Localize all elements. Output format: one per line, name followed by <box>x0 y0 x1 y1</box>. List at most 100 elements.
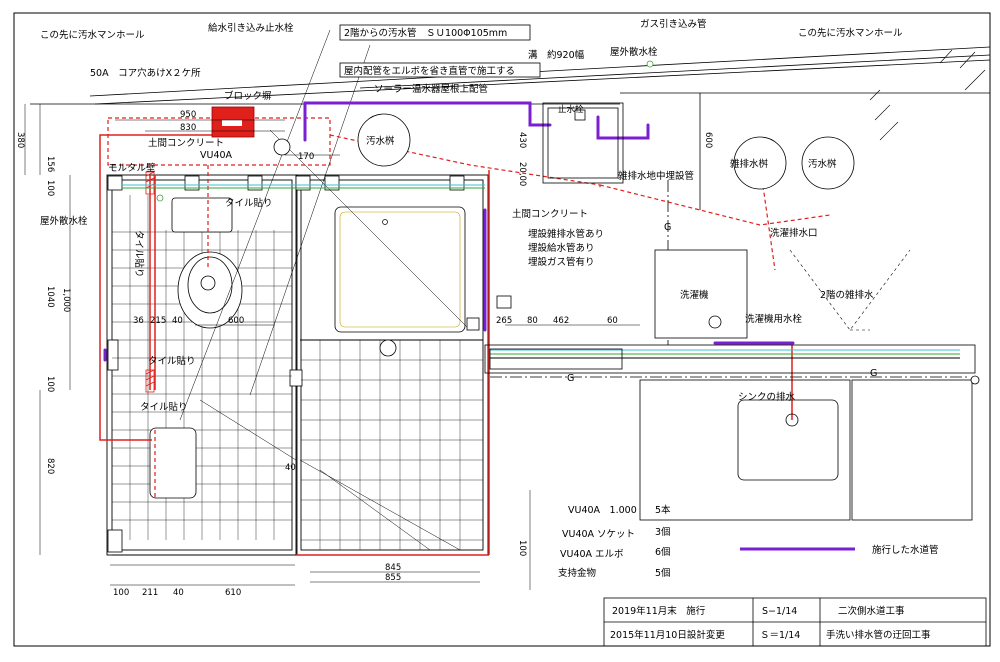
sink-cabinet <box>484 344 976 521</box>
dim-820: 820 <box>45 458 55 474</box>
material-qty-3: 5個 <box>655 567 671 579</box>
material-qty-1: 3個 <box>655 526 671 538</box>
title-row2-title: 手洗い排水管の迂回工事 <box>826 629 931 641</box>
drawing-border <box>13 12 991 647</box>
tile-grid-bath <box>301 340 483 550</box>
washing-machine <box>654 249 748 339</box>
dim-600: 600 <box>703 132 713 148</box>
label-misc-drain-buried: 雑排水地中埋設管 <box>618 170 694 182</box>
material-qty-0: 5本 <box>655 504 671 516</box>
dim-430: 430 <box>517 132 527 148</box>
title-row1-sheet: S−1/14 <box>762 606 797 617</box>
indoor-piping-note-box <box>339 62 541 78</box>
dim-1040: 1040 <box>45 286 55 308</box>
bathtub <box>334 206 466 333</box>
label-washer-drain: 洗濯排水口 <box>770 227 818 239</box>
dim-211: 211 <box>142 588 158 598</box>
dim-845: 845 <box>385 563 401 573</box>
dim-830: 830 <box>180 123 196 133</box>
label-tile-upper: タイル貼り <box>225 197 273 209</box>
material-item-2: VU40A エルボ <box>560 549 624 560</box>
label-tile-vertical: タイル貼り <box>133 230 145 278</box>
dim-200: 20,00 <box>517 162 527 186</box>
label-buried-water: 埋設給水管あり <box>528 242 595 254</box>
ground-hatch <box>869 49 986 141</box>
material-qty-2: 6個 <box>655 546 671 558</box>
dim-610: 610 <box>225 588 241 598</box>
label-g-right: G <box>870 368 877 379</box>
label-solar-pipe: ソーラー温水器屋根上配管 <box>374 83 488 95</box>
dim-40b: 40 <box>285 463 296 473</box>
floor-drain <box>379 339 397 357</box>
label-tile-mid: タイル貼り <box>148 355 196 367</box>
label-outdoor-sprinkler-left: 屋外散水栓 <box>40 215 88 227</box>
label-sink-drain: シンクの排水 <box>738 391 796 403</box>
label-g-vertical: G <box>664 222 671 233</box>
label-dirt-concrete-left: 土間コンクリート <box>148 137 224 149</box>
label-sewer-manhole-left: この先に汚水マンホール <box>40 29 145 41</box>
label-groove-width: 溝 約920幅 <box>528 49 585 61</box>
dim-100b: 100 <box>45 376 55 392</box>
label-sewer-manhole-right: この先に汚水マンホール <box>798 27 903 39</box>
title-row2-scale: Ｓ＝1/14 <box>760 630 800 641</box>
dim-855: 855 <box>385 573 401 583</box>
dimension-lines <box>24 104 640 586</box>
material-item-1: VU40A ソケット <box>562 529 635 540</box>
material-item-3: 支持金物 <box>558 567 597 579</box>
second-floor-sewer-box <box>339 24 531 41</box>
water-stop-valve-box <box>211 106 255 138</box>
label-mortar-wall: モルタル壁 <box>108 162 156 174</box>
label-core-holes: 50A コア穴あけX２ケ所 <box>90 67 201 79</box>
label-washer-faucet: 洗濯機用水栓 <box>745 313 803 325</box>
dim-40c: 40 <box>173 588 184 598</box>
label-water-stop-valve: 給水引き込み止水栓 <box>208 22 294 34</box>
title-row2-date: 2015年11月10日設計変更 <box>610 629 725 641</box>
label-dirt-concrete-right: 土間コンクリート <box>512 208 588 220</box>
dim-60: 60 <box>607 316 618 326</box>
faucet-symbols <box>466 295 980 385</box>
toilet-fixture <box>171 197 243 329</box>
dim-462: 462 <box>553 316 569 326</box>
wall-posts <box>107 175 465 553</box>
material-item-0: VU40A 1.000 <box>568 505 637 516</box>
label-vu40a: VU40A <box>200 150 233 161</box>
label-misc-basin: 雑排水桝 <box>730 158 769 170</box>
service-lines <box>122 184 960 359</box>
dim-36: 36 <box>133 316 144 326</box>
dim-380: 380 <box>15 132 25 148</box>
label-stop-valve: 止水栓 <box>558 104 584 115</box>
label-block-wall: ブロック塀 <box>224 90 272 102</box>
label-gas-pipe: ガス引き込み管 <box>640 18 707 30</box>
label-tile-lower: タイル貼り <box>140 401 188 413</box>
dim-80: 80 <box>527 316 538 326</box>
dim-100a: 100 <box>45 180 55 196</box>
label-sewer-basin-left: 汚水桝 <box>366 135 395 147</box>
dim-156: 156 <box>45 156 55 172</box>
label-buried-drain: 埋設雑排水管あり <box>528 228 604 240</box>
dim-170: 170 <box>298 152 314 162</box>
meter-box <box>542 102 624 184</box>
label-outdoor-sprinkler-top: 屋外散水栓 <box>610 46 658 58</box>
label-second-floor-sewer: 2階からの汚水管 ＳＵ100Φ105mm <box>344 27 507 39</box>
label-buried-gas: 埋設ガス管有り <box>528 256 595 268</box>
dim-265: 265 <box>496 316 512 326</box>
title-row1-date: 2019年11月末 施行 <box>612 605 706 617</box>
red-wall-strip <box>145 171 155 393</box>
hand-basin <box>149 427 197 499</box>
label-g-left: G <box>567 373 574 384</box>
label-sewer-basin-right: 汚水桝 <box>808 158 837 170</box>
dim-40a: 40 <box>172 316 183 326</box>
title-row1-title: 二次側水道工事 <box>838 605 905 617</box>
dim-950: 950 <box>180 110 196 120</box>
label-indoor-piping-note: 屋内配管をエルボを省き直管で施工する <box>344 65 515 77</box>
legend-label: 施行した水道管 <box>872 544 939 556</box>
dim-215: 215 <box>150 316 166 326</box>
dim-100c: 100 <box>113 588 129 598</box>
basins <box>273 113 855 190</box>
dim-1000: 1,000 <box>61 288 71 312</box>
title-block <box>603 597 987 647</box>
dim-600b: 600 <box>228 316 244 326</box>
label-second-floor-misc: 2階の雑排水 <box>820 289 874 301</box>
